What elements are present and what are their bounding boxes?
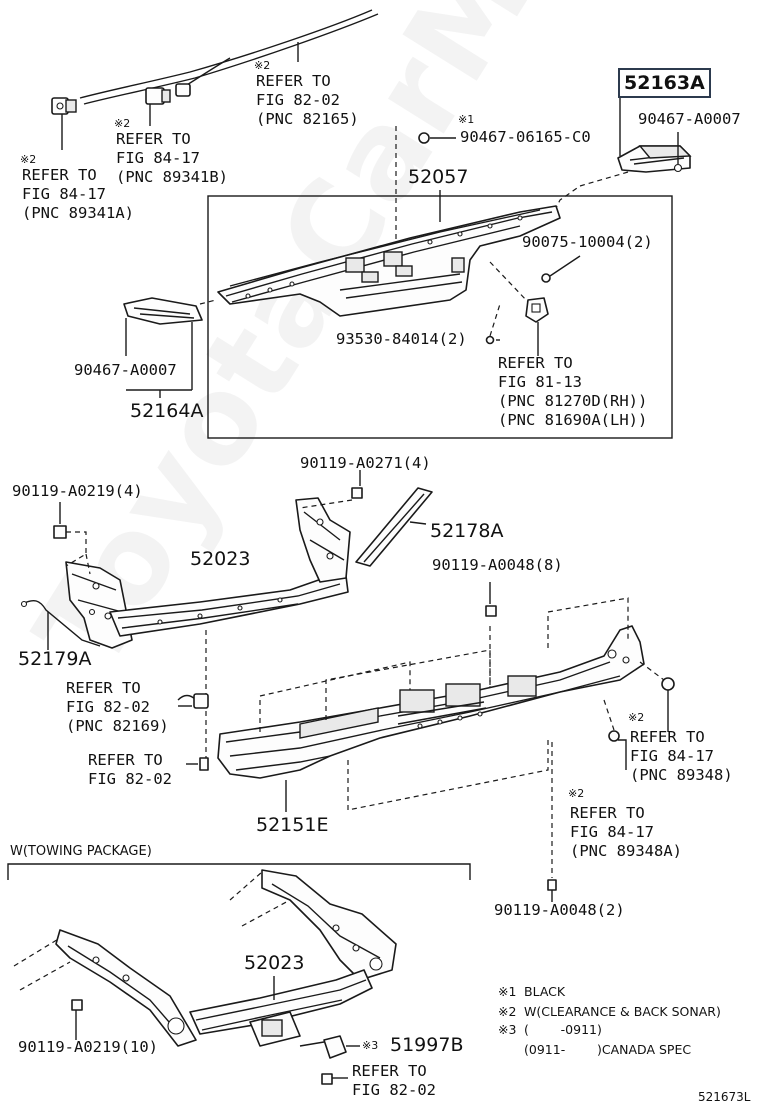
bolt-a0048-8 <box>485 605 497 617</box>
ref-89348a-line2[interactable]: FIG 84-17 <box>570 823 654 841</box>
ref-89341b-line2[interactable]: FIG 84-17 <box>116 149 200 167</box>
connector-82169 <box>177 693 209 709</box>
part-label-52151e[interactable]: 52151E <box>256 814 329 836</box>
mark-89348: ※2 <box>628 711 645 724</box>
legend-mark-1: ※1 <box>498 984 517 999</box>
connector-89341b <box>145 87 171 105</box>
sheet-code: 521673L <box>698 1090 751 1104</box>
step-pad-52164a <box>123 297 203 325</box>
part-label-52023-tow[interactable]: 52023 <box>244 952 305 974</box>
ref-89341a-line3[interactable]: (PNC 89341A) <box>22 204 134 222</box>
bolt-a0219-10 <box>71 999 83 1011</box>
connector-82165 <box>175 83 191 97</box>
ref-82-02-line2[interactable]: FIG 82-02 <box>88 770 172 788</box>
bolt-tow-82-02 <box>321 1073 333 1085</box>
legend-text-3: ( -0911) <box>524 1022 602 1037</box>
mark-89341b: ※2 <box>114 117 131 130</box>
part-label-90119-a0271[interactable]: 90119-A0271(4) <box>300 454 431 472</box>
bolt-84014 <box>485 335 495 345</box>
reinforcement-52023 <box>109 575 349 637</box>
ref-82165-line3[interactable]: (PNC 82165) <box>256 110 359 128</box>
ref-81-line1[interactable]: REFER TO <box>498 354 573 372</box>
part-label-90467-a0007-right[interactable]: 90467-A0007 <box>638 110 741 128</box>
part-label-52023[interactable]: 52023 <box>190 548 251 570</box>
ref-82169-line1[interactable]: REFER TO <box>66 679 141 697</box>
ref-89341b-line3[interactable]: (PNC 89341B) <box>116 168 228 186</box>
bracket-right <box>295 497 351 583</box>
legend-mark-2: ※2 <box>498 1004 517 1019</box>
connector-89341a <box>51 97 77 115</box>
bolt-a0219 <box>53 525 67 539</box>
mark-51997b: ※3 <box>362 1039 379 1052</box>
ref-82169-line2[interactable]: FIG 82-02 <box>66 698 150 716</box>
part-label-93530-84014[interactable]: 93530-84014(2) <box>336 330 467 348</box>
sonar-89348a <box>608 730 620 742</box>
hitch-52023 <box>55 869 397 1047</box>
part-label-52057[interactable]: 52057 <box>408 166 469 188</box>
part-label-90119-a0219-4[interactable]: 90119-A0219(4) <box>12 482 143 500</box>
part-label-90119-a0048-8[interactable]: 90119-A0048(8) <box>432 556 563 574</box>
part-label-90119-a0048-2[interactable]: 90119-A0048(2) <box>494 901 625 919</box>
ref-89348a-line1[interactable]: REFER TO <box>570 804 645 822</box>
rear-bumper-52151e <box>217 625 645 779</box>
bolt-a0048-2 <box>547 879 557 891</box>
ref-tow-82-02-line2[interactable]: FIG 82-02 <box>352 1081 436 1099</box>
ref-82169-line3[interactable]: (PNC 82169) <box>66 717 169 735</box>
ref-81-line3[interactable]: (PNC 81270D(RH)) <box>498 392 648 410</box>
ref-81-line4[interactable]: (PNC 81690A(LH)) <box>498 411 648 429</box>
ref-82165-line1[interactable]: REFER TO <box>256 72 331 90</box>
ref-89341a-line1[interactable]: REFER TO <box>22 166 97 184</box>
ref-89341a-line2[interactable]: FIG 84-17 <box>22 185 106 203</box>
brace-52178a <box>355 487 433 567</box>
wire-52179a <box>20 599 101 647</box>
part-label-52164a[interactable]: 52164A <box>130 400 204 422</box>
ref-89348-line2[interactable]: FIG 84-17 <box>630 747 714 765</box>
part-label-52163a[interactable]: 52163A <box>618 68 711 98</box>
legend-text-2: W(CLEARANCE & BACK SONAR) <box>524 1004 721 1019</box>
bolt-a0271 <box>351 487 363 499</box>
mark-89341a: ※2 <box>20 153 37 166</box>
ref-82-02-line1[interactable]: REFER TO <box>88 751 163 769</box>
part-label-51997b[interactable]: 51997B <box>390 1034 464 1056</box>
step-bumper-52057 <box>217 205 561 317</box>
part-label-52179a[interactable]: 52179A <box>18 648 92 670</box>
part-label-90467-a0007-left[interactable]: 90467-A0007 <box>74 361 177 379</box>
nut-10004 <box>541 273 551 283</box>
mark-89348a: ※2 <box>568 787 585 800</box>
legend-text-1: BLACK <box>524 984 566 999</box>
mark-06165: ※1 <box>458 113 475 126</box>
bracket-81270d <box>525 297 549 323</box>
mark-82165: ※2 <box>254 59 271 72</box>
ref-tow-82-02-line1[interactable]: REFER TO <box>352 1062 427 1080</box>
wire-harness <box>79 9 379 105</box>
pin-51997b <box>299 1035 347 1059</box>
bolt-82-02 <box>199 757 209 771</box>
part-label-90119-a0219-10[interactable]: 90119-A0219(10) <box>18 1038 158 1056</box>
part-label-90075-10004[interactable]: 90075-10004(2) <box>522 233 653 251</box>
legend-text-4: (0911- )CANADA SPEC <box>524 1042 692 1057</box>
part-label-52178a[interactable]: 52178A <box>430 520 504 542</box>
ref-89348a-line3[interactable]: (PNC 89348A) <box>570 842 682 860</box>
legend-mark-3: ※3 <box>498 1022 517 1037</box>
part-label-90467-06165[interactable]: 90467-06165-C0 <box>460 128 591 146</box>
ref-89341b-line1[interactable]: REFER TO <box>116 130 191 148</box>
ref-82165-line2[interactable]: FIG 82-02 <box>256 91 340 109</box>
ref-89348-line1[interactable]: REFER TO <box>630 728 705 746</box>
ref-89348-line3[interactable]: (PNC 89348) <box>630 766 733 784</box>
ref-81-line2[interactable]: FIG 81-13 <box>498 373 582 391</box>
towing-package-title: W(TOWING PACKAGE) <box>10 844 152 859</box>
clip-06165 <box>418 132 456 144</box>
